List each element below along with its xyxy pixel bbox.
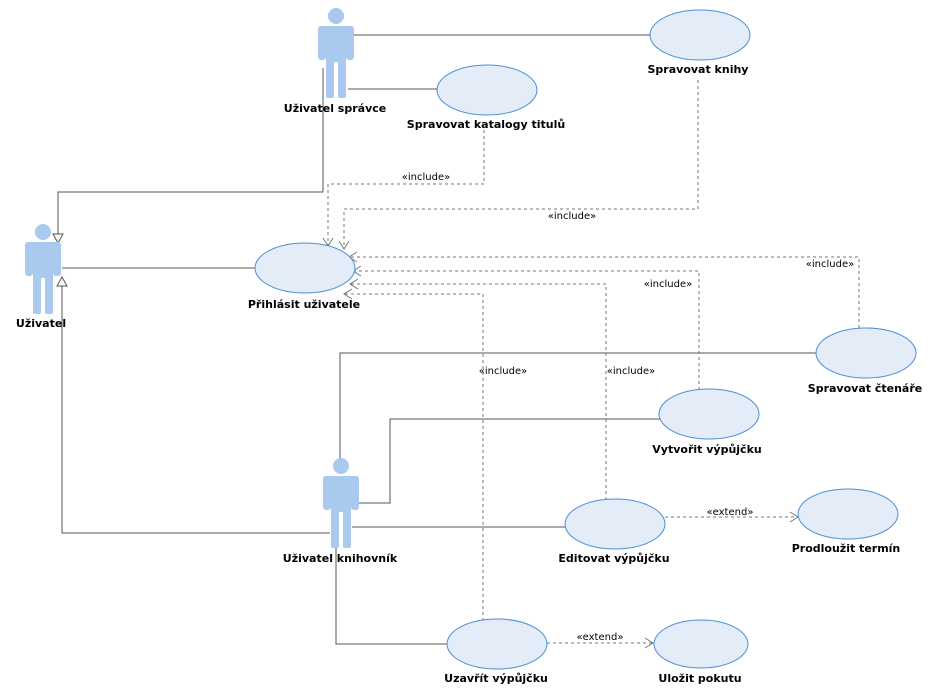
include-uzavrit-line	[344, 293, 484, 621]
usecase-shape[interactable]	[649, 9, 751, 61]
usecase-shape[interactable]	[797, 488, 899, 540]
actor-label: Uživatel	[16, 317, 66, 330]
gen-arrow-spravce	[52, 233, 64, 245]
dependencies	[322, 80, 860, 649]
associations	[62, 34, 817, 645]
actor-icon[interactable]	[323, 458, 359, 548]
usecase-label: Spravovat katalogy titulů	[407, 118, 565, 131]
assoc-knihovnik-ctenare	[339, 352, 817, 462]
actor-uzivatel[interactable]: Uživatel	[16, 224, 66, 330]
usecase-shape[interactable]	[254, 242, 356, 294]
usecase-shape[interactable]	[653, 619, 749, 669]
usecase-spravovat-ctenare[interactable]: Spravovat čtenáře	[808, 327, 922, 395]
include-editovat-line	[350, 283, 607, 500]
gen-spravce-uzivatel	[57, 68, 324, 234]
use-cases: Spravovat knihy Spravovat katalogy titul…	[248, 9, 922, 685]
usecase-prihlasit[interactable]: Přihlásit uživatele	[248, 242, 360, 311]
extend-pokuta-arrow	[644, 637, 654, 649]
gen-arrow-knihovnik	[56, 275, 68, 287]
usecase-label: Vytvořit výpůjčku	[652, 443, 761, 456]
actor-spravce[interactable]: Uživatel správce	[284, 8, 386, 115]
include-katalogy-line	[327, 130, 485, 245]
include-label-vytvorit: «include»	[644, 279, 692, 290]
usecase-spravovat-katalogy[interactable]: Spravovat katalogy titulů	[407, 64, 565, 131]
usecase-label: Uložit pokutu	[658, 672, 741, 685]
actor-knihovnik[interactable]: Uživatel knihovník	[283, 458, 398, 565]
usecase-editovat-vypujcku[interactable]: Editovat výpůjčku	[558, 498, 670, 565]
usecase-shape[interactable]	[446, 618, 548, 670]
usecase-shape[interactable]	[564, 498, 666, 550]
gen-knihovnik-uzivatel	[61, 286, 330, 534]
include-label-ctenare: «include»	[806, 259, 854, 270]
stereotype-labels: «include» «include» «include» «include» …	[402, 172, 854, 643]
include-uzavrit-arrow	[343, 288, 353, 300]
actor-label: Uživatel správce	[284, 102, 386, 115]
usecase-uzavrit-vypujcku[interactable]: Uzavřít výpůjčku	[444, 618, 548, 685]
actor-label: Uživatel knihovník	[283, 552, 398, 565]
usecase-ulozit-pokutu[interactable]: Uložit pokutu	[653, 619, 749, 685]
include-label-knihy: «include»	[548, 211, 596, 222]
generalizations	[52, 68, 330, 534]
extend-label-prodlouzit: «extend»	[707, 507, 754, 518]
assoc-knihovnik-vytvorit	[357, 418, 660, 504]
actors: Uživatel správce Uživatel	[16, 8, 398, 565]
usecase-prodlouzit-termin[interactable]: Prodloužit termín	[792, 488, 901, 555]
include-label-uzavrit: «include»	[479, 366, 527, 377]
include-label-editovat: «include»	[607, 366, 655, 377]
include-knihy-line	[343, 80, 699, 248]
include-ctenare-line	[349, 256, 860, 328]
extend-label-pokuta: «extend»	[577, 632, 624, 643]
actor-icon[interactable]	[25, 224, 61, 314]
usecase-label: Editovat výpůjčku	[558, 552, 669, 565]
include-vytvorit-line	[353, 270, 700, 390]
usecase-label: Prodloužit termín	[792, 542, 901, 555]
usecase-label: Spravovat knihy	[648, 63, 749, 76]
actor-icon[interactable]	[318, 8, 354, 98]
include-editovat-arrow	[349, 278, 359, 290]
include-knihy-arrow	[338, 240, 350, 250]
usecase-label: Přihlásit uživatele	[248, 298, 360, 311]
usecase-shape[interactable]	[436, 64, 538, 116]
usecase-label: Spravovat čtenáře	[808, 382, 922, 395]
assoc-knihovnik-uzavrit	[335, 545, 449, 645]
usecase-vytvorit-vypujcku[interactable]: Vytvořit výpůjčku	[652, 388, 762, 456]
include-label-katalogy: «include»	[402, 172, 450, 183]
usecase-spravovat-knihy[interactable]: Spravovat knihy	[648, 9, 751, 76]
usecase-label: Uzavřít výpůjčku	[444, 672, 548, 685]
usecase-shape[interactable]	[815, 327, 917, 379]
usecase-shape[interactable]	[658, 388, 760, 440]
